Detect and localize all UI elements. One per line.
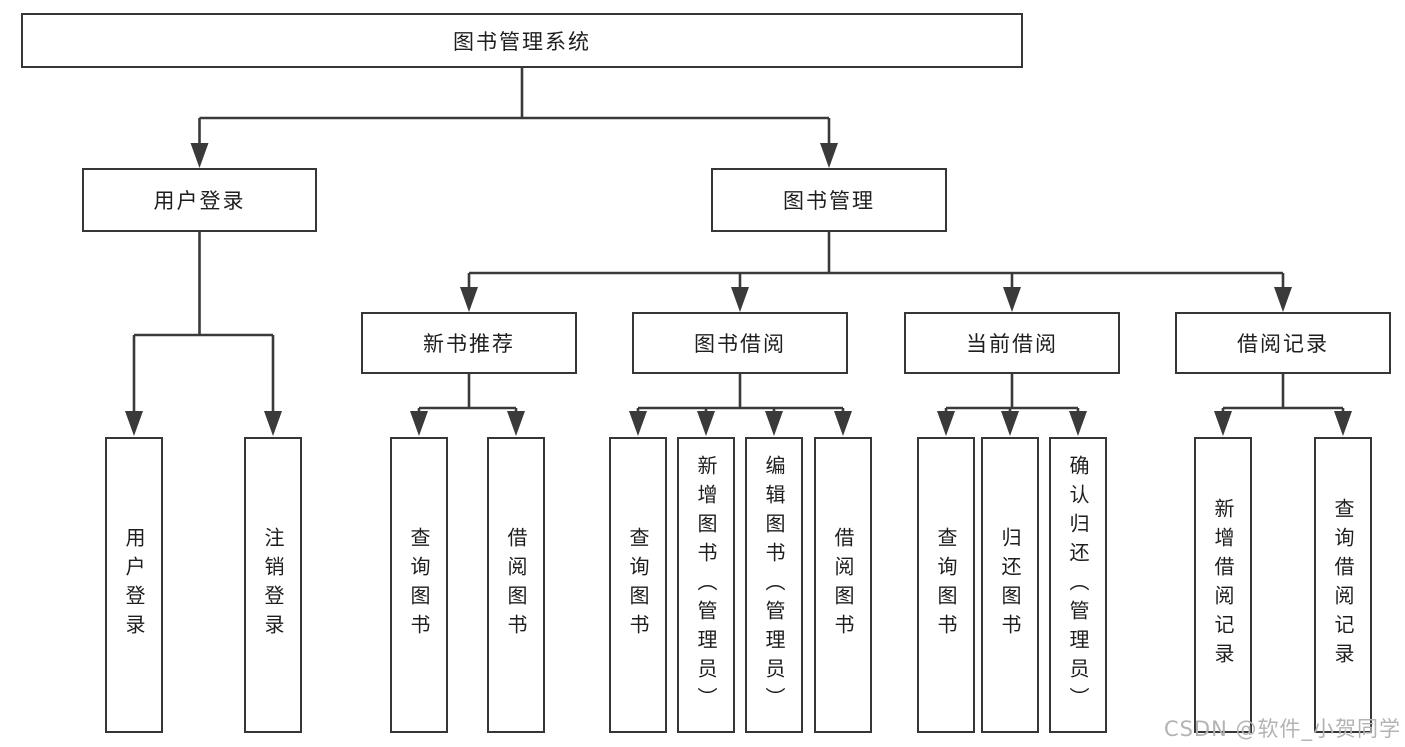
leaf-logout-label: 注销登录: [261, 527, 285, 643]
node-borrowing-records-label: 借阅记录: [1237, 332, 1329, 356]
node-current-borrowing-label: 当前借阅: [966, 332, 1058, 356]
arrowhead-icon: [765, 411, 783, 436]
leaf-current-query-books-label: 查询图书: [934, 527, 958, 643]
connector-records-to-leaves: [1221, 374, 1345, 413]
arrowhead-icon: [629, 411, 647, 436]
connector-recommend-to-leaves: [417, 374, 518, 413]
arrowhead-icon: [1274, 287, 1292, 312]
leaf-borrowing-edit-books-label: 编辑图书（管理员）: [762, 454, 786, 716]
leaf-borrowing-borrow-books: 借阅图书: [814, 437, 872, 733]
connector-root-to-level2: [198, 68, 831, 146]
connector-current-to-leaves: [944, 374, 1080, 413]
connector-borrowing-to-leaves: [636, 374, 845, 413]
arrowhead-icon: [937, 411, 955, 436]
leaf-logout: 注销登录: [244, 437, 302, 733]
leaf-borrowing-borrow-books-label: 借阅图书: [831, 527, 855, 643]
node-current-borrowing: 当前借阅: [904, 312, 1120, 374]
node-book-management: 图书管理: [711, 168, 947, 232]
leaf-user-login: 用户登录: [105, 437, 163, 733]
leaf-recommend-query-books: 查询图书: [390, 437, 448, 733]
node-user-login-label: 用户登录: [153, 189, 246, 213]
connector-login-to-leaves: [132, 232, 275, 413]
arrowhead-icon: [1003, 287, 1021, 312]
arrowhead-icon: [1334, 411, 1352, 436]
leaf-recommend-query-books-label: 查询图书: [407, 527, 431, 643]
leaf-current-confirm-return: 确认归还（管理员）: [1049, 437, 1107, 733]
node-book-management-label: 图书管理: [783, 189, 875, 213]
leaf-current-return-books: 归还图书: [981, 437, 1039, 733]
watermark: CSDN @软件_小贺同学: [1163, 717, 1401, 741]
leaf-recommend-borrow-books: 借阅图书: [487, 437, 545, 733]
arrowhead-icon: [820, 143, 838, 168]
leaf-borrowing-query-books-label: 查询图书: [626, 527, 650, 643]
leaf-records-query-record-label: 查询借阅记录: [1331, 498, 1355, 672]
leaf-borrowing-query-books: 查询图书: [609, 437, 667, 733]
arrowhead-icon: [507, 411, 525, 436]
arrowhead-icon: [1001, 411, 1019, 436]
arrowhead-icon: [1069, 411, 1087, 436]
node-user-login: 用户登录: [82, 168, 317, 232]
node-root: 图书管理系统: [21, 13, 1023, 68]
arrowhead-icon: [264, 411, 282, 436]
arrowhead-icon: [1214, 411, 1232, 436]
arrowhead-icon: [731, 287, 749, 312]
connector-management-to-level3: [467, 232, 1285, 289]
arrowhead-icon: [125, 411, 143, 436]
node-root-label: 图书管理系统: [453, 29, 591, 54]
arrowhead-icon: [190, 143, 209, 168]
node-new-book-recommendation-label: 新书推荐: [423, 332, 515, 356]
arrowhead-icon: [460, 287, 478, 312]
arrowhead-icon: [410, 411, 428, 436]
leaf-current-confirm-return-label: 确认归还（管理员）: [1066, 454, 1090, 716]
arrowhead-icon: [834, 411, 852, 436]
arrowhead-icon: [697, 411, 715, 436]
leaf-records-add-record-label: 新增借阅记录: [1211, 498, 1235, 672]
leaf-borrowing-add-books-label: 新增图书（管理员）: [694, 454, 718, 716]
leaf-borrowing-edit-books: 编辑图书（管理员）: [745, 437, 803, 733]
leaf-user-login-label: 用户登录: [122, 527, 146, 643]
leaf-recommend-borrow-books-label: 借阅图书: [504, 527, 528, 643]
leaf-records-query-record: 查询借阅记录: [1314, 437, 1372, 733]
leaf-current-return-books-label: 归还图书: [998, 527, 1022, 643]
node-new-book-recommendation: 新书推荐: [361, 312, 577, 374]
leaf-borrowing-add-books: 新增图书（管理员）: [677, 437, 735, 733]
leaf-current-query-books: 查询图书: [917, 437, 975, 733]
node-book-borrowing: 图书借阅: [632, 312, 848, 374]
leaf-records-add-record: 新增借阅记录: [1194, 437, 1252, 733]
node-borrowing-records: 借阅记录: [1175, 312, 1391, 374]
node-book-borrowing-label: 图书借阅: [694, 332, 786, 356]
